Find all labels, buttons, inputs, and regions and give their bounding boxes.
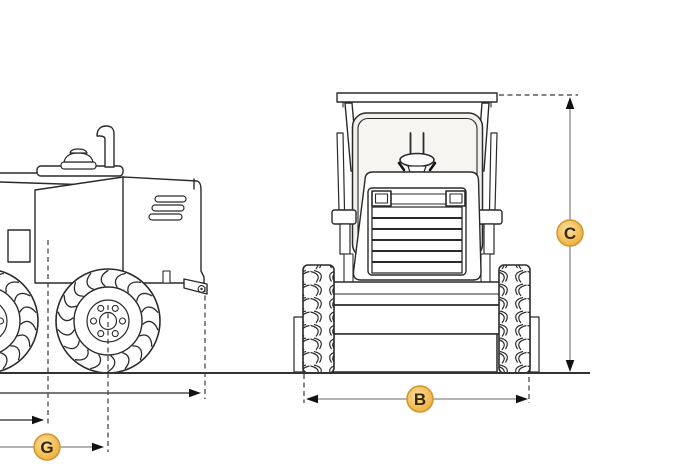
dimension-g: G: [0, 433, 104, 461]
front-tandem-wheel: [0, 269, 38, 373]
steering-wheel: [397, 132, 437, 173]
dimension-badge-g: [33, 433, 61, 461]
dimension-line-cropped-2: [0, 415, 44, 425]
headlight-right: [445, 190, 466, 207]
dimension-annotations: G B C: [0, 94, 584, 461]
frame-post: [162, 270, 171, 284]
dimension-b: B: [306, 385, 528, 413]
headlight-left: [371, 190, 392, 207]
front-blade: [316, 281, 509, 373]
dimension-c: C: [556, 97, 584, 372]
air-cleaner: [60, 148, 97, 170]
front-tire-left: [302, 264, 335, 374]
rear-hitch: [183, 278, 208, 295]
exhaust-stack: [96, 125, 115, 168]
cab-window: [7, 229, 31, 263]
front-hood: [352, 171, 482, 281]
dimension-label-c: C: [564, 224, 576, 243]
lift-cylinder-right: [477, 132, 503, 283]
hood-vents: [148, 195, 187, 221]
front-tire-right: [498, 264, 531, 374]
engine-hood-body: [34, 176, 205, 284]
dimension-badge-c: [556, 219, 584, 247]
side-view-machine: [0, 125, 208, 373]
dimension-label-g: G: [40, 438, 53, 457]
grille-slats: [372, 217, 462, 263]
canopy-roof: [336, 92, 498, 103]
dimension-badge-b: [406, 385, 434, 413]
front-grille: [367, 187, 467, 276]
dimension-line-cropped-1: [0, 388, 201, 398]
front-view-machine: [293, 92, 540, 374]
side-bracket-left: [293, 316, 304, 373]
roof-edge-ticks: [342, 101, 492, 108]
dimension-label-b: B: [414, 390, 426, 409]
side-bracket-right: [529, 316, 540, 373]
